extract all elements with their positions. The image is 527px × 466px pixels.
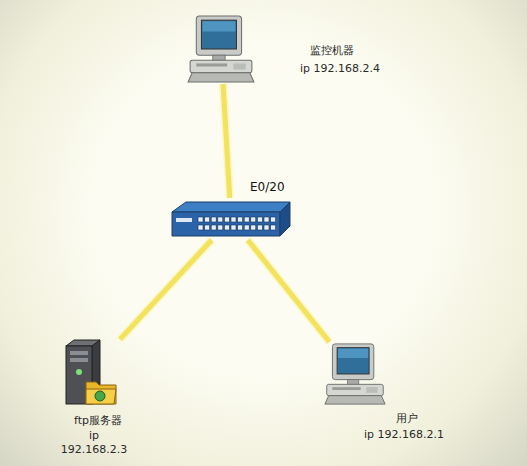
- device-name: 用户: [396, 412, 418, 426]
- switch-icon: [168, 198, 294, 240]
- server-icon: [58, 338, 120, 408]
- cable-line: [120, 240, 212, 339]
- network-cable: [120, 240, 212, 339]
- device-name: E0/20: [250, 180, 285, 194]
- network-cable: [223, 84, 230, 198]
- cable-line: [223, 84, 230, 198]
- computer: 用户ip 192.168.2.1: [320, 342, 390, 406]
- cable-line: [248, 240, 330, 342]
- computer: 监控机器ip 192.168.2.4: [178, 14, 264, 84]
- cable-line: [248, 240, 330, 342]
- device-name: 监控机器: [310, 44, 354, 58]
- ip-address: ip 192.168.2.4: [300, 62, 380, 76]
- computer-icon: [178, 14, 264, 84]
- cable-line: [120, 240, 212, 339]
- network-cable: [248, 240, 330, 342]
- ip-address: ip 192.168.2.3: [56, 429, 132, 457]
- cable-line: [223, 84, 230, 198]
- device-name: ftp服务器: [74, 414, 122, 428]
- network-switch: E0/20: [168, 198, 294, 240]
- ftp-server: ftp服务器ip 192.168.2.3: [58, 338, 120, 408]
- ip-address: ip 192.168.2.1: [364, 428, 444, 442]
- computer-icon: [320, 342, 390, 406]
